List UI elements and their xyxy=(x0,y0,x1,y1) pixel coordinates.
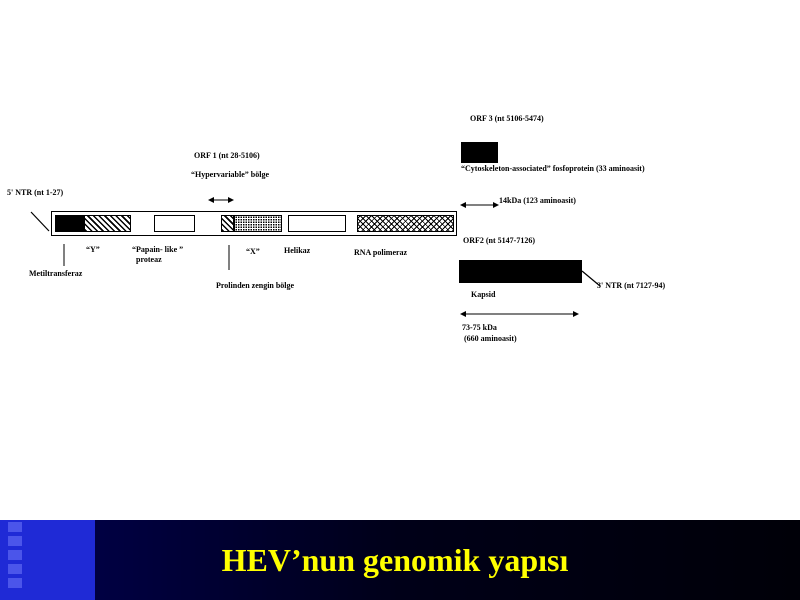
x-label: “X” xyxy=(246,247,260,256)
orf2-capsid-box xyxy=(459,260,582,283)
orf1-label: ORF 1 (nt 28-5106) xyxy=(194,151,260,160)
decor-square xyxy=(8,522,22,532)
helikaz-segment xyxy=(288,215,346,232)
papain-label-line1: “Papain- like ” xyxy=(132,245,184,254)
papain-protease-segment xyxy=(154,215,195,232)
kda7375-label: 73-75 kDa xyxy=(462,323,497,332)
ntr5-label: 5' NTR (nt 1-27) xyxy=(7,188,64,197)
x-domain-segment xyxy=(234,215,282,232)
kda14-label: 14kDa (123 aminoasit) xyxy=(499,196,576,205)
ntr5-leader xyxy=(30,211,50,232)
y-label: “Y” xyxy=(86,245,100,254)
metiltransferaz-segment xyxy=(55,215,84,232)
orf3-box xyxy=(461,142,498,163)
metiltransferaz-label: Metiltransferaz xyxy=(29,269,83,278)
cytoskeleton-label: “Cytoskeleton-associated” fosfoprotein (… xyxy=(461,164,645,173)
helikaz-label: Helikaz xyxy=(284,246,311,255)
orf2-label: ORF2 (nt 5147-7126) xyxy=(463,236,535,245)
decor-square xyxy=(8,578,22,588)
ntr3-label: 3' NTR (nt 7127-94) xyxy=(597,281,666,290)
hypervariable-label: “Hypervariable” bölge xyxy=(191,170,269,179)
orf3-label: ORF 3 (nt 5106-5474) xyxy=(470,114,544,123)
aa660-label: (660 aminoasit) xyxy=(464,334,517,343)
slide-title: HEV’nun genomik yapısı xyxy=(221,541,569,578)
decor-square xyxy=(8,564,22,574)
papain-label-line2: proteaz xyxy=(136,255,162,264)
kapsid-label: Kapsid xyxy=(471,290,496,299)
y-domain-segment xyxy=(84,215,131,232)
footer-bar: HEV’nun genomik yapısı xyxy=(0,520,800,600)
rna-polimeraz-label: RNA polimeraz xyxy=(354,248,408,257)
rna-polimeraz-segment xyxy=(357,215,454,232)
decor-square xyxy=(8,550,22,560)
footer-accent-panel xyxy=(0,520,95,600)
prolin-segment xyxy=(221,215,234,232)
decor-square xyxy=(8,536,22,546)
connector-lines xyxy=(30,197,601,317)
orf1-genome-bar xyxy=(51,211,457,236)
prolin-label: Prolinden zengin bölge xyxy=(216,281,295,290)
